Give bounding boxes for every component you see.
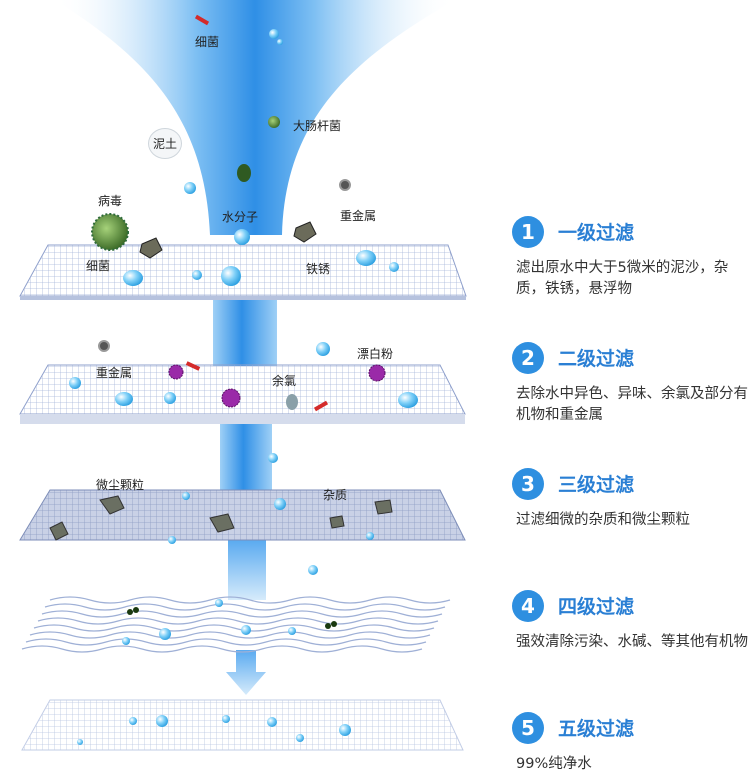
step-title: 五级过滤 [558, 718, 635, 740]
step-number: 5 [512, 712, 544, 744]
bubble-icon [123, 270, 143, 286]
label-virus: 病毒 [98, 194, 123, 208]
bubble-icon [184, 182, 196, 194]
water-flow-arrow [226, 650, 266, 695]
step-title: 一级过滤 [558, 222, 635, 244]
heavy-metal-icon [98, 340, 110, 352]
step-description: 过滤细微的杂质和微尘颗粒 [516, 512, 690, 528]
bubble-icon [221, 266, 241, 286]
label-bacteria-top: 细菌 [195, 35, 220, 49]
heavy-metal-icon [339, 179, 351, 191]
step-title: 三级过滤 [558, 474, 635, 496]
rust-particle-icon [139, 237, 163, 259]
step-title: 二级过滤 [558, 348, 635, 370]
label-dust-particles: 微尘颗粒 [96, 478, 145, 492]
water-funnel [55, 0, 455, 235]
water-stream-3 [228, 540, 266, 600]
step-number: 4 [512, 590, 544, 622]
rust-particle-icon [293, 221, 317, 243]
bleach-icon [168, 364, 184, 380]
label-impurities: 杂质 [323, 488, 348, 502]
water-stream-1 [213, 296, 277, 366]
label-heavy-metal-top: 重金属 [340, 209, 377, 223]
filter-layer-2 [19, 364, 466, 424]
label-ecoli: 大肠杆菌 [293, 119, 342, 133]
step-number: 2 [512, 342, 544, 374]
label-residual-chlorine: 余氯 [272, 374, 297, 388]
water-molecule-icon [234, 229, 250, 245]
bubble-icon [316, 342, 330, 356]
filter-layer-3 [19, 489, 466, 541]
bubble-icon [269, 29, 279, 39]
step-description: 强效清除污染、水碱、等其他有机物 [516, 634, 748, 650]
step-number: 3 [512, 468, 544, 500]
label-bleach: 漂白粉 [357, 347, 394, 361]
dust-particle-icon [99, 495, 125, 515]
step-description: 99%纯净水 [516, 756, 592, 772]
virus-icon [91, 213, 129, 251]
step-title: 四级过滤 [558, 596, 635, 618]
label-water-molecule: 水分子 [222, 210, 259, 224]
step-description: 滤出原水中大于5微米的泥沙，杂质，铁锈，悬浮物 [516, 260, 729, 297]
water-stream-2 [220, 420, 272, 494]
bubble-icon [356, 250, 376, 266]
step-number: 1 [512, 216, 544, 248]
filter-layer-4 [21, 596, 451, 653]
label-bacteria-layer1: 细菌 [86, 259, 111, 273]
green-particle-icon [237, 164, 251, 182]
chlorine-icon [286, 394, 298, 410]
bacteria-icon [194, 14, 210, 26]
impurity-icons [49, 14, 418, 745]
ecoli-icon [268, 116, 280, 128]
label-heavy-metal: 重金属 [96, 366, 133, 380]
filter-layer-5 [21, 699, 464, 751]
label-rust: 铁锈 [306, 262, 331, 276]
label-mud: 泥土 [148, 128, 183, 159]
step-description: 去除水中异色、异味、余氯及部分有机物和重金属 [516, 386, 748, 423]
